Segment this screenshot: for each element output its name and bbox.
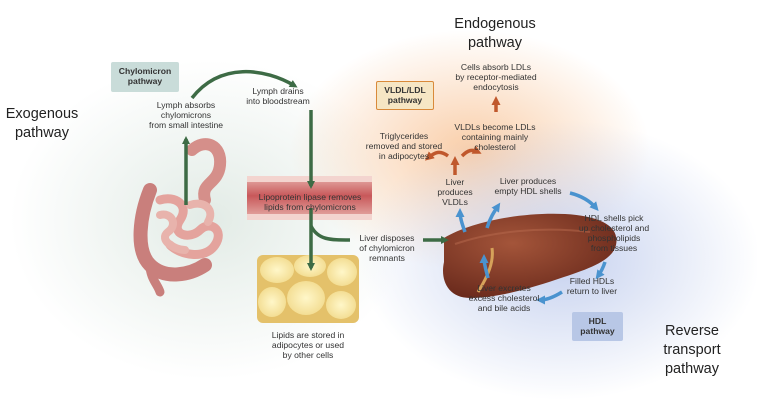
arrow-liver-to-hdl-shells (485, 202, 501, 229)
label-cells-absorb-ldl: Cells absorb LDLs by receptor-mediated e… (455, 62, 537, 93)
arrow-liver-up-left (455, 208, 467, 233)
vldl-ldl-pathway-box: VLDL/LDL pathway (376, 81, 434, 110)
label-lipids-stored: Lipids are stored in adipocytes or used … (271, 330, 345, 361)
endogenous-pathway-title: Endogenous pathway (454, 16, 536, 51)
adipocytes-illustration (257, 255, 359, 323)
label-lipoprotein-lipase: Lipoprotein lipase removes lipids from c… (258, 192, 362, 213)
label-triglycerides-removed: Triglycerides removed and stored in adip… (365, 131, 443, 162)
label-liver-produces-hdl: Liver produces empty HDL shells (494, 176, 562, 197)
reverse-transport-pathway-title: Reverse transport pathway (663, 323, 721, 377)
label-lymph-absorbs: Lymph absorbs chylomicrons from small in… (148, 100, 224, 131)
arrow-excretes-up (479, 254, 490, 279)
arrow-to-liver-remnants (309, 225, 351, 242)
chylomicron-pathway-box: Chylomicron pathway (111, 62, 179, 92)
label-hdl-shells-pick: HDL shells pick up cholesterol and phosp… (578, 213, 650, 254)
label-lymph-drains: Lymph drains into bloodstream (246, 86, 310, 107)
small-intestine-illustration (133, 138, 227, 297)
arrow-to-triglycerides (424, 150, 450, 161)
arrow-lymph-to-blood (190, 70, 298, 100)
hdl-pathway-box: HDL pathway (572, 312, 623, 341)
arrow-tissues-to-filled (595, 261, 607, 280)
label-vldl-become-ldl: VLDLs become LDLs containing mainly chol… (454, 122, 536, 153)
label-filled-hdls: Filled HDLs return to liver (566, 276, 618, 297)
arrow-filled-to-liver (536, 290, 563, 305)
arrow-shells-to-tissues (569, 191, 599, 212)
label-liver-disposes: Liver disposes of chylomicron remnants (359, 233, 415, 264)
label-liver-excretes: Liver excretes excess cholesterol and bi… (468, 283, 540, 314)
exogenous-pathway-title: Exogenous pathway (5, 106, 79, 141)
arrow-to-ldl (460, 145, 482, 158)
label-liver-produces-vldl: Liver produces VLDLs (437, 177, 473, 208)
